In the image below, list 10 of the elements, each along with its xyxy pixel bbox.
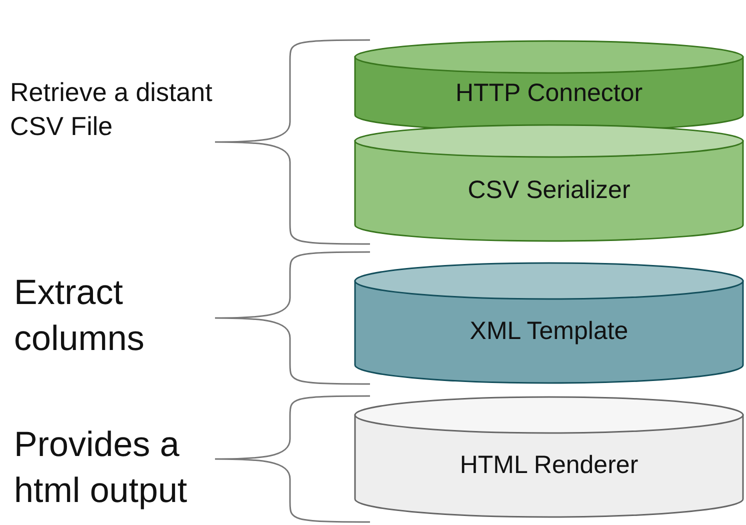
brace-label: Provides a html output: [14, 424, 188, 512]
cylinder: [354, 124, 744, 242]
cylinder-label: HTML Renderer: [458, 451, 640, 480]
cylinder-label: CSV Serializer: [466, 176, 632, 205]
cylinder-label: XML Template: [468, 317, 630, 346]
cylinder: [354, 262, 744, 384]
brace-label: Extract columns: [14, 272, 146, 360]
brace-label: Retrieve a distant CSV File: [10, 76, 214, 143]
cylinder-label: HTTP Connector: [454, 79, 644, 108]
cylinder: [354, 396, 744, 518]
